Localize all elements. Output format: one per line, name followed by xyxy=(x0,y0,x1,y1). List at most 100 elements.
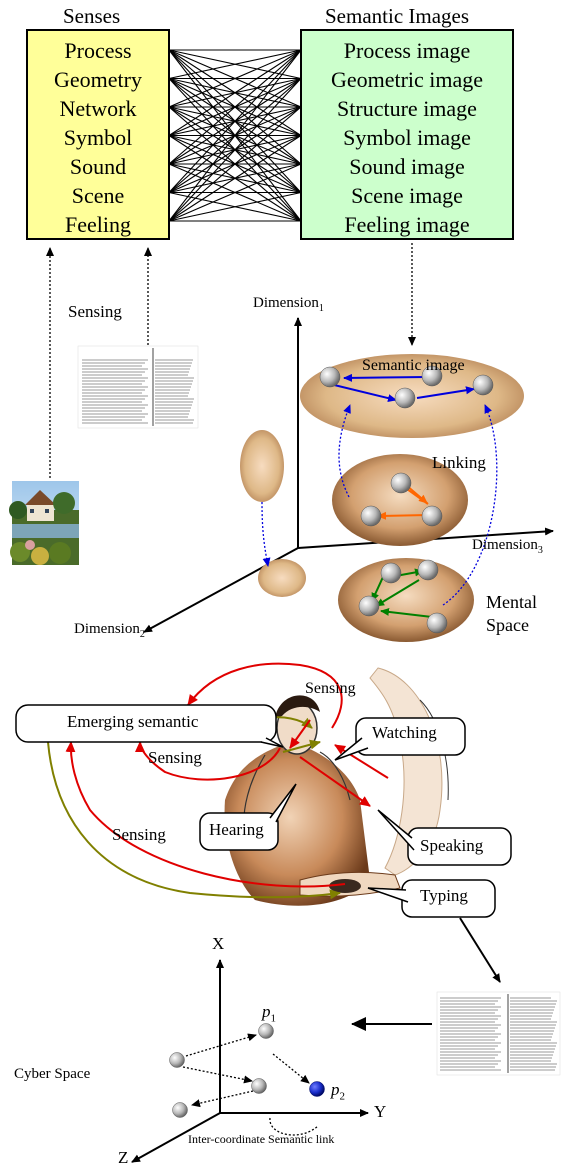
mental-label: Mental xyxy=(486,592,537,612)
linking-dotted-left xyxy=(338,404,351,498)
image-item-geometric: Geometric image xyxy=(330,67,484,92)
watching-label: Watching xyxy=(372,723,437,742)
cyber-node xyxy=(258,1023,274,1039)
callout-typing xyxy=(367,879,496,918)
image-item-symbol: Symbol image xyxy=(343,125,471,150)
sensing-label-upper: Sensing xyxy=(305,680,356,697)
sense-image-link xyxy=(168,135,302,222)
image-item-structure: Structure image xyxy=(337,96,477,121)
space-label: Space xyxy=(486,615,529,635)
linking-dotted-small xyxy=(261,501,271,567)
axis-y-label: Y xyxy=(374,1102,387,1121)
sense-image-link xyxy=(168,191,302,222)
house-landscape-photo xyxy=(9,481,79,565)
sensing-label-middle: Sensing xyxy=(148,748,202,767)
callout-hearing xyxy=(199,783,297,851)
semantic-images-title: Semantic Images xyxy=(325,4,470,28)
image-item-sound: Sound image xyxy=(349,154,465,179)
axis-z-label: Z xyxy=(118,1148,129,1167)
semantic-node xyxy=(394,387,416,409)
emerging-semantic-label: Emerging semantic xyxy=(67,712,199,731)
semantic-node xyxy=(319,366,341,388)
dimension2-label: Dimension2 xyxy=(74,621,145,640)
cyber-node-p2 xyxy=(309,1081,325,1097)
p1-label: p1 xyxy=(262,1002,276,1025)
semantic-images-box xyxy=(300,29,514,240)
cyber-node xyxy=(172,1102,188,1118)
sense-image-link xyxy=(168,49,302,108)
linking-dotted-right xyxy=(442,404,498,606)
semantic-node xyxy=(390,472,412,494)
sense-image-link xyxy=(168,49,302,193)
image-item-scene: Scene image xyxy=(351,183,463,208)
cyber-nodes xyxy=(169,1023,325,1118)
semantic-node xyxy=(472,374,494,396)
sensing-arrow-long xyxy=(65,741,346,888)
sense-image-link xyxy=(168,78,302,222)
image-item-feeling: Feeling image xyxy=(344,212,470,237)
cyber-space-label: Cyber Space xyxy=(14,1066,91,1082)
speaking-label: Speaking xyxy=(420,836,484,855)
sense-image-link xyxy=(168,49,302,80)
semantic-images-list: Process image Geometric image Structure … xyxy=(301,36,513,239)
sense-image-link xyxy=(168,49,302,136)
cyber-dotted-links xyxy=(182,1033,319,1136)
senses-box xyxy=(26,29,170,240)
callout-watching xyxy=(334,717,466,761)
sensing-label-top: Sensing xyxy=(68,302,122,321)
semantic-node xyxy=(421,505,443,527)
semantic-node xyxy=(421,365,443,387)
sense-image-link xyxy=(168,49,302,165)
olive-arrow-long xyxy=(47,741,341,900)
cyber-space-axes xyxy=(131,959,369,1163)
sense-item-process: Process xyxy=(64,38,132,63)
semantic-node xyxy=(417,559,439,581)
sense-item-network: Network xyxy=(59,96,137,121)
sense-image-link xyxy=(168,49,302,222)
dimension1-label: Dimension1 xyxy=(253,295,324,314)
callout-speaking xyxy=(377,809,512,866)
sensing-label-lower: Sensing xyxy=(112,825,166,844)
p2-label: p2 xyxy=(331,1080,345,1103)
senses-to-images-links xyxy=(168,49,302,222)
sense-image-link xyxy=(168,106,302,222)
senses-list: Process Geometry Network Symbol Sound Sc… xyxy=(27,36,169,239)
semantic-node xyxy=(358,595,380,617)
senses-title: Senses xyxy=(63,4,121,28)
cyber-node xyxy=(169,1052,185,1068)
document-thumbnail-upper xyxy=(77,345,199,429)
dimension3-label: Dimension3 xyxy=(472,537,543,556)
sense-image-link xyxy=(168,163,302,222)
small-ellipse-upper xyxy=(240,430,284,502)
sense-item-scene: Scene xyxy=(71,183,125,208)
linking-label: Linking xyxy=(432,453,486,472)
semantic-image-links xyxy=(325,373,475,402)
sensing-arrow-top xyxy=(187,662,343,729)
cyber-node xyxy=(251,1078,267,1094)
semantic-node xyxy=(426,612,448,634)
callout-emerging-semantic xyxy=(15,704,284,748)
sense-item-geometry: Geometry xyxy=(54,67,142,92)
head-red-arrow xyxy=(289,719,311,749)
head-olive-arrow xyxy=(282,739,321,753)
semantic-nodes xyxy=(319,365,494,634)
sense-item-symbol: Symbol xyxy=(63,125,133,150)
axis-x-label: X xyxy=(212,934,225,953)
inter-coordinate-link-label: Inter-coordinate Semantic link xyxy=(188,1132,335,1146)
sense-item-feeling: Feeling xyxy=(65,212,131,237)
hearing-label: Hearing xyxy=(209,820,264,839)
sensing-arrow-mid xyxy=(135,741,281,781)
watching-arrow xyxy=(334,744,389,779)
semantic-node xyxy=(360,505,382,527)
typing-label: Typing xyxy=(420,886,468,905)
lower-ellipse xyxy=(338,558,474,642)
person-illustration xyxy=(224,667,449,906)
semantic-node xyxy=(380,562,402,584)
semantic-image-label: Semantic image xyxy=(362,357,465,374)
small-ellipse-lower xyxy=(258,559,306,597)
sense-item-sound: Sound xyxy=(69,154,127,179)
typing-to-document-arrow xyxy=(459,917,501,983)
image-item-process: Process image xyxy=(343,38,471,63)
speaking-arrow xyxy=(299,756,371,807)
